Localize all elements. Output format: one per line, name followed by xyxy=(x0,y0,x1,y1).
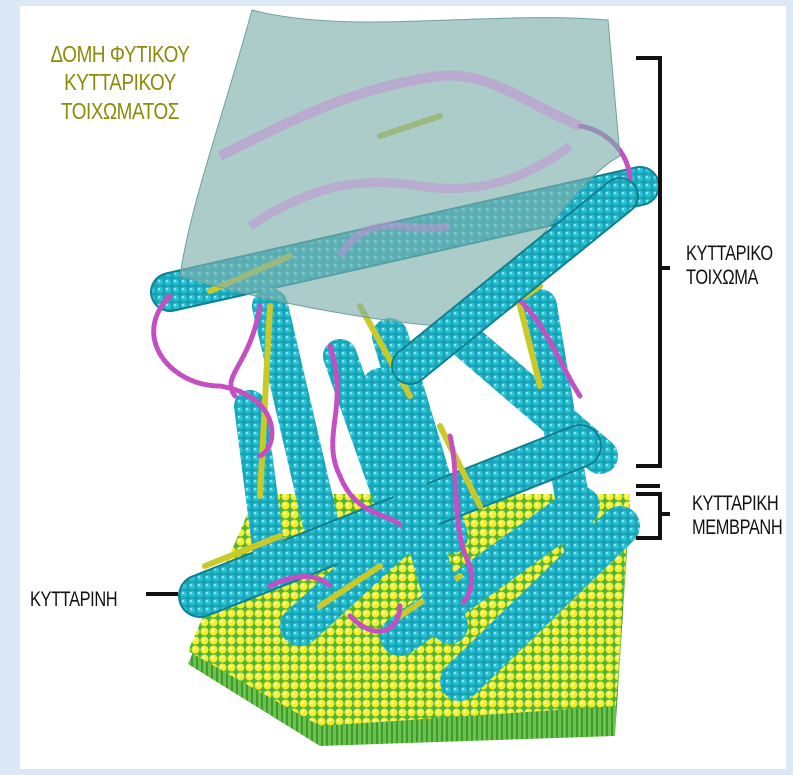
cell-wall-label: ΚΥΤΤΑΡΙΚΟ ΤΟΙΧΩΜΑ xyxy=(686,242,773,289)
cellulose-label: ΚΥΤΤΑΡΙΝΗ xyxy=(30,588,117,612)
cell-wall-label-line-2: ΤΟΙΧΩΜΑ xyxy=(686,266,773,290)
diagram-title: ΔΟΜΗ ΦΥΤΙΚΟΥ ΚΥΤΤΑΡΙΚΟΥ ΤΟΙΧΩΜΑΤΟΣ xyxy=(38,40,202,125)
diagram-panel: ΔΟΜΗ ΦΥΤΙΚΟΥ ΚΥΤΤΑΡΙΚΟΥ ΤΟΙΧΩΜΑΤΟΣ ΚΥΤΤΑ… xyxy=(20,6,786,769)
cell-membrane-label-line-1: ΚΥΤΤΑΡΙΚΗ xyxy=(692,492,782,516)
cell-wall-label-line-1: ΚΥΤΤΑΡΙΚΟ xyxy=(686,242,773,266)
pectin-matrix-sheet xyxy=(180,10,620,328)
title-line-3: ΤΟΙΧΩΜΑΤΟΣ xyxy=(38,97,202,125)
cell-membrane-label: ΚΥΤΤΑΡΙΚΗ ΜΕΜΒΡΑΝΗ xyxy=(692,492,782,539)
title-line-2: ΚΥΤΤΑΡΙΚΟΥ xyxy=(38,68,202,96)
cell-membrane-label-line-2: ΜΕΜΒΡΑΝΗ xyxy=(692,516,782,540)
title-line-1: ΔΟΜΗ ΦΥΤΙΚΟΥ xyxy=(38,40,202,68)
